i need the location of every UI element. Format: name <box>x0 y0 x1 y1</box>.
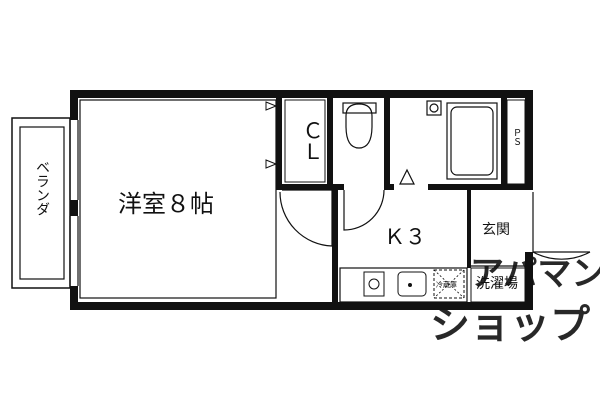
wall-left-lower <box>70 286 78 310</box>
balcony-label: ベランダ <box>34 160 50 216</box>
closet-outline <box>284 99 326 183</box>
kitchen-label: Ｋ３ <box>384 225 426 249</box>
wall-toilet-bath <box>384 98 390 190</box>
laundry-area: 洗濯場 <box>470 267 526 303</box>
room-door <box>279 189 333 247</box>
entrance: 玄関 <box>471 192 591 267</box>
wall-below-bath <box>428 184 533 190</box>
bathroom <box>399 100 498 185</box>
wall-left-mid <box>70 200 78 216</box>
stove <box>363 271 385 297</box>
pipe-space: ＰＳ <box>506 99 526 185</box>
balcony-rail <box>19 126 65 280</box>
closet-label: ＣＬ <box>300 120 324 162</box>
sink <box>397 271 427 297</box>
stove-burner <box>368 278 380 290</box>
washbasin <box>426 100 442 116</box>
bath-door-mark <box>399 168 415 185</box>
wall-room-kitchen <box>332 190 338 302</box>
room-door-swing <box>279 190 333 247</box>
entrance-label: 玄関 <box>482 221 510 238</box>
fridge-space <box>433 269 465 299</box>
bathtub-outer <box>446 102 498 180</box>
toilet-bowl <box>345 103 373 149</box>
closet-door-mark-bottom <box>265 159 278 169</box>
outer-walls <box>70 90 533 310</box>
wall-left-upper <box>70 90 78 120</box>
toilet-tank <box>342 102 377 114</box>
western-room-label: 洋室８帖 <box>118 190 214 218</box>
window-left <box>69 120 79 286</box>
wall-right-lower <box>525 252 533 310</box>
pipe-space-label: ＰＳ <box>511 128 521 146</box>
washbasin-drain <box>429 103 439 113</box>
western-room: 洋室８帖 <box>79 99 277 299</box>
laundry-label: 洗濯場 <box>476 276 518 292</box>
wall-right-upper <box>525 90 533 188</box>
kitchen-door-swing <box>343 189 385 231</box>
front-door-swing <box>532 192 591 260</box>
fridge-space-label: 冷蔵庫 <box>436 280 457 289</box>
interior-walls <box>276 98 533 302</box>
wall-cl-toilet <box>327 98 333 190</box>
pipe-space-outline <box>506 99 526 185</box>
kitchen: Ｋ３ 冷蔵庫 <box>339 225 468 303</box>
toilet <box>342 102 377 149</box>
sink-drain <box>408 283 412 287</box>
wall-bottom <box>70 302 530 310</box>
western-room-outline <box>79 99 277 299</box>
balcony: ベランダ <box>11 117 76 289</box>
bathtub-inner <box>450 106 494 176</box>
wall-room-cl <box>276 98 282 190</box>
watermark-line1: アパマン <box>470 254 600 294</box>
wall-kitchen-entrance <box>467 190 471 268</box>
wall-top <box>70 90 533 98</box>
closet: ＣＬ <box>265 99 326 183</box>
wall-below-cl <box>282 184 344 190</box>
kitchen-counter <box>339 267 468 303</box>
laundry-outline <box>470 267 526 303</box>
kitchen-door <box>343 189 385 231</box>
closet-door-mark-top <box>265 101 278 111</box>
wall-bath-ps <box>501 98 507 190</box>
wall-below-toilet <box>384 184 394 190</box>
